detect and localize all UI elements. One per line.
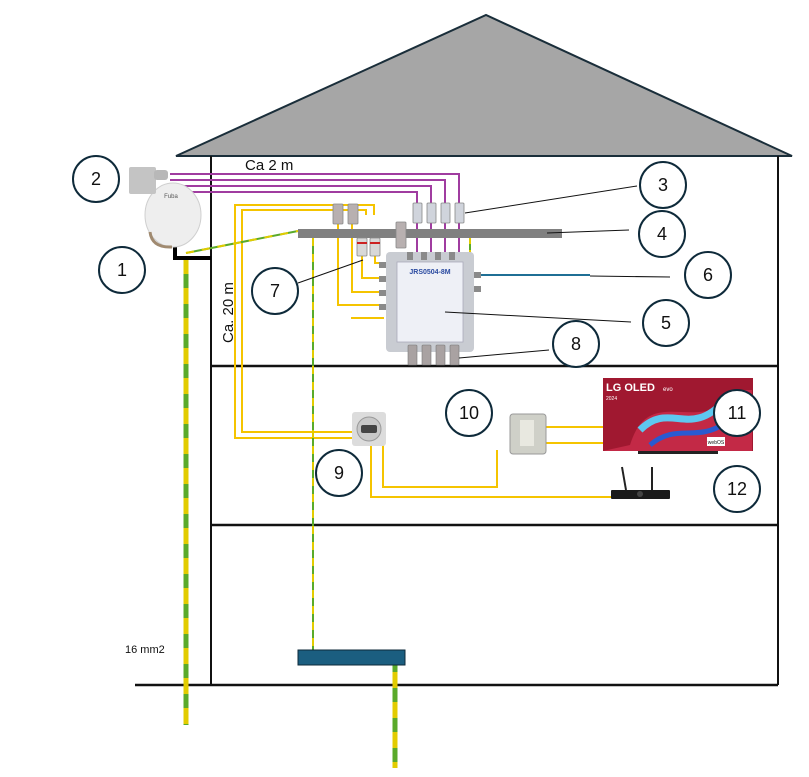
callout-11: 11	[713, 389, 761, 437]
cable-length-vertical-label: Ca. 20 m	[220, 282, 237, 343]
svg-text:5: 5	[661, 313, 671, 333]
callout-9: 9	[315, 449, 363, 497]
roof	[175, 13, 793, 157]
antenna-wall-socket	[352, 412, 386, 446]
svg-text:8: 8	[571, 334, 581, 354]
svg-text:10: 10	[459, 403, 479, 423]
svg-text:7: 7	[270, 281, 280, 301]
callout-1: 1	[98, 246, 146, 294]
callout-3: 3	[639, 161, 687, 209]
tv-year: 2024	[606, 396, 617, 402]
callout-7: 7	[251, 267, 299, 315]
satellite-dish: Fuba	[144, 182, 202, 249]
callout-2: 2	[72, 155, 120, 203]
equipotential-rail	[298, 229, 562, 238]
ground-blocks-outputs	[332, 203, 407, 257]
callout-leaders	[297, 185, 671, 359]
svg-text:2: 2	[91, 169, 101, 189]
callout-6: 6	[684, 251, 732, 299]
svg-text:3: 3	[658, 175, 668, 195]
quad-lnb	[129, 167, 168, 194]
svg-text:1: 1	[117, 260, 127, 280]
coax-cables	[234, 204, 612, 498]
foundation-ground-bar	[297, 649, 406, 666]
callout-4: 4	[638, 210, 686, 258]
tv-os-badge: webOS	[708, 440, 725, 446]
svg-text:12: 12	[727, 479, 747, 499]
callout-8: 8	[552, 320, 600, 368]
ground-blocks-lnb	[412, 202, 465, 224]
svg-text:6: 6	[703, 265, 713, 285]
callout-5: 5	[642, 299, 690, 347]
dish-brand: Fuba	[164, 194, 178, 200]
svg-text:4: 4	[657, 224, 667, 244]
tv-brand-suffix: evo	[663, 387, 673, 393]
lnb-cables	[170, 173, 460, 262]
splitter	[509, 413, 547, 455]
satellite-receiver	[611, 466, 670, 499]
svg-text:11: 11	[728, 403, 747, 423]
multiswitch: JRS0504-8M	[379, 252, 481, 366]
tv-brand: LG OLED	[606, 382, 655, 394]
ground-wire-size-label: 16 mm2	[125, 644, 165, 656]
cable-length-top-label: Ca 2 m	[245, 157, 293, 174]
callout-12: 12	[713, 465, 761, 513]
svg-text:9: 9	[334, 463, 344, 483]
multiswitch-model: JRS0504-8M	[409, 269, 450, 276]
dish-mount-bracket	[173, 244, 211, 260]
callout-10: 10	[445, 389, 493, 437]
